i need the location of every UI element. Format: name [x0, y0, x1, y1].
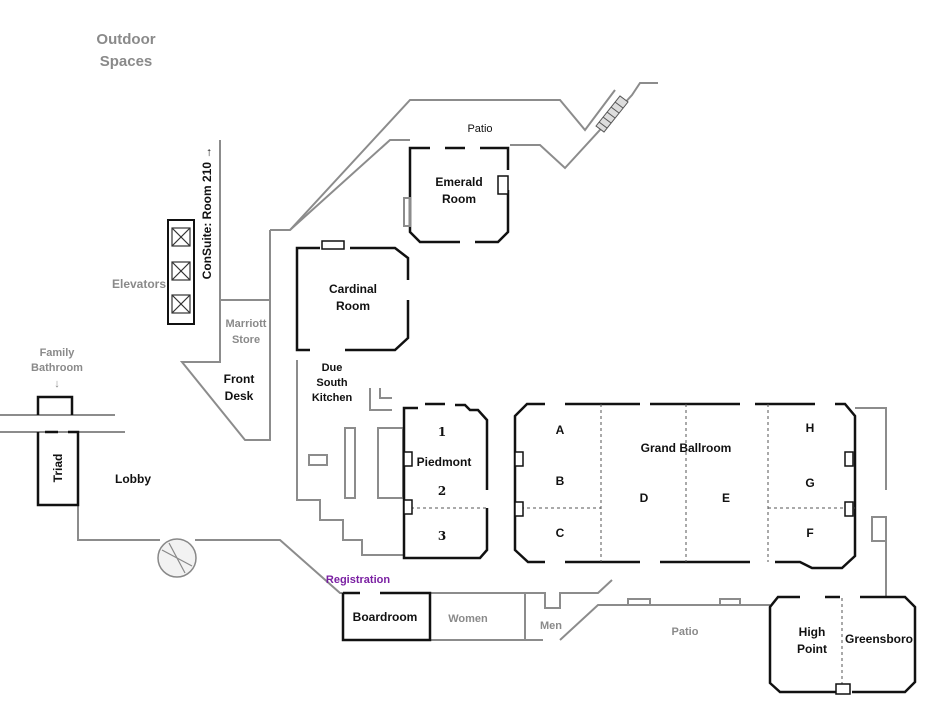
elevators: [167, 219, 195, 325]
piedmont-section-3-label: 3: [438, 529, 446, 543]
marriott-store-label-line1: Marriott: [226, 318, 267, 330]
family-bathroom-label-line2: Bathroom: [31, 362, 83, 374]
kitchen-fixtures: [308, 388, 404, 499]
patio-top-label: Patio: [467, 123, 492, 135]
ballroom-section-b-label: B: [556, 474, 565, 488]
consuite-label: ConSuite: Room 210 →: [200, 147, 214, 280]
kitchen-label-line3: Kitchen: [312, 392, 353, 404]
grand-ballroom: [513, 402, 857, 570]
piedmont-label: Piedmont: [417, 455, 472, 469]
lobby-label: Lobby: [115, 472, 151, 486]
front-desk-label-line1: Front: [224, 372, 255, 386]
ballroom-section-f-label: F: [806, 526, 813, 540]
patio-bottom-label: Patio: [672, 626, 699, 638]
high-point-label-line1: High: [799, 625, 826, 639]
title-line1: Outdoor: [96, 31, 155, 48]
cardinal-room-label-line1: Cardinal: [329, 282, 377, 296]
revolving-door-icon: [157, 538, 197, 578]
registration-label: Registration: [326, 574, 390, 586]
kitchen-label-line2: South: [316, 377, 347, 389]
ballroom-section-h-label: H: [806, 421, 815, 435]
front-desk-label-line2: Desk: [225, 389, 254, 403]
title-line2: Spaces: [100, 53, 153, 70]
cardinal-room: [295, 240, 410, 352]
high-point-greensboro: [768, 595, 917, 695]
emerald-room-label-line2: Room: [442, 192, 476, 206]
ballroom-section-c-label: C: [556, 526, 565, 540]
staircase: [595, 95, 629, 133]
piedmont-room: [402, 402, 489, 560]
elevators-label: Elevators: [112, 277, 166, 291]
marriott-store-label-line2: Store: [232, 334, 260, 346]
triad-room: [36, 395, 80, 507]
women-restroom-label: Women: [448, 613, 488, 625]
building-outline: [0, 82, 887, 641]
family-bathroom-arrow-icon: ↓: [54, 378, 60, 390]
emerald-room-label-line1: Emerald: [435, 175, 482, 189]
ballroom-section-e-label: E: [722, 491, 730, 505]
boardroom: [341, 591, 432, 642]
high-point-label-line2: Point: [797, 642, 827, 656]
grand-ballroom-label: Grand Ballroom: [641, 441, 732, 455]
triad-label: Triad: [51, 454, 65, 483]
piedmont-section-1-label: 1: [438, 425, 446, 439]
piedmont-section-2-label: 2: [438, 484, 446, 498]
emerald-room: [403, 146, 510, 244]
cardinal-room-label-line2: Room: [336, 299, 370, 313]
ballroom-section-g-label: G: [805, 476, 814, 490]
boardroom-label: Boardroom: [353, 610, 418, 624]
kitchen-label-line1: Due: [322, 362, 343, 374]
family-bathroom-label-line1: Family: [40, 347, 76, 359]
ballroom-section-a-label: A: [556, 423, 565, 437]
ballroom-section-d-label: D: [640, 491, 649, 505]
men-restroom-label: Men: [540, 620, 562, 632]
greensboro-label: Greensboro: [845, 632, 913, 646]
